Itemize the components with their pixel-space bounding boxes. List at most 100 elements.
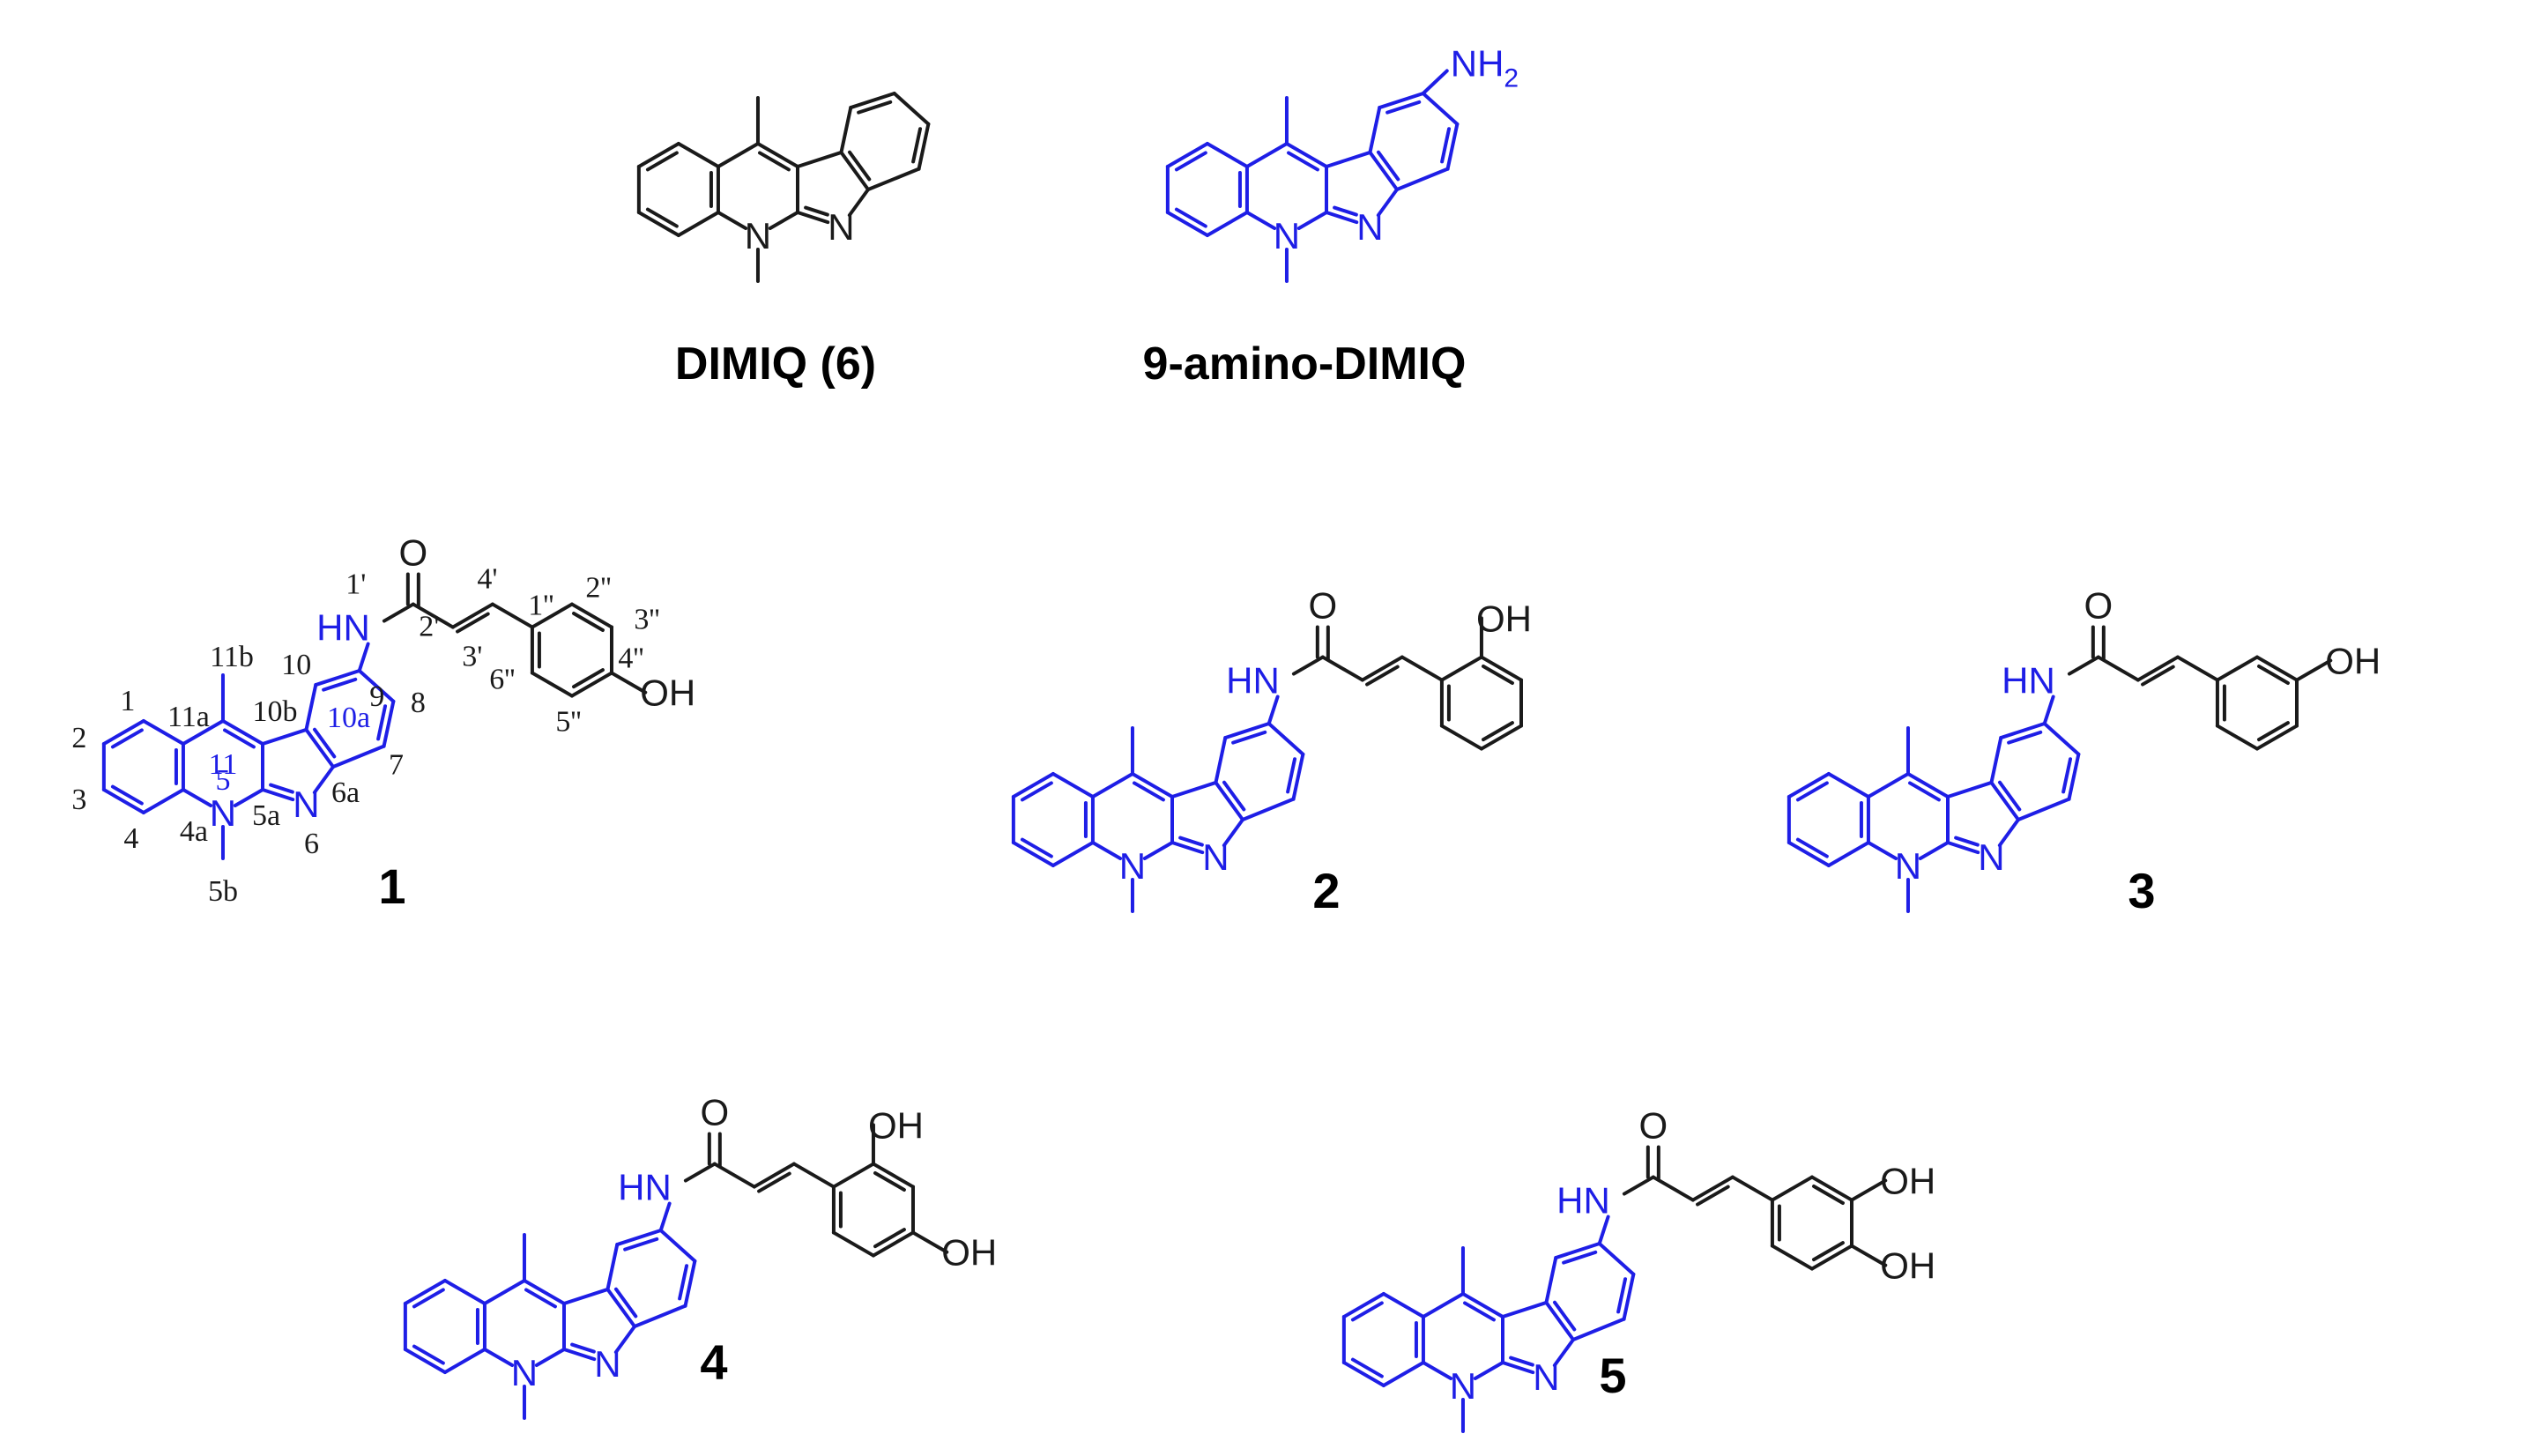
double-bond-line	[1020, 781, 1053, 802]
bond	[141, 719, 185, 746]
double-bond-line	[1997, 780, 2022, 812]
bond	[403, 1279, 447, 1305]
bond	[1395, 167, 1450, 191]
bond	[1809, 1175, 1853, 1202]
double-bond-line	[412, 1344, 445, 1365]
bond	[605, 1243, 620, 1291]
n6-label: N	[1533, 1356, 1559, 1398]
bond	[716, 142, 760, 168]
bond	[1267, 722, 1305, 756]
bond	[1690, 1175, 1735, 1202]
double-bond-line	[613, 1287, 638, 1319]
bond	[2255, 655, 2299, 682]
bond	[1421, 1292, 1465, 1319]
bond	[605, 1287, 637, 1328]
bond	[1445, 122, 1460, 171]
n6-label: N	[594, 1343, 620, 1385]
locant-label: 3''	[634, 604, 659, 636]
bond	[716, 211, 748, 230]
bond	[1291, 655, 1325, 676]
bond	[2017, 797, 2071, 821]
hydroxyl-label: OH	[1880, 1160, 1935, 1201]
bond	[569, 602, 613, 629]
double-bond-line	[524, 1288, 557, 1309]
n6-label: N	[1978, 836, 2004, 878]
bond	[530, 671, 574, 698]
double-bond-line	[1908, 781, 1941, 802]
bond	[910, 1230, 949, 1254]
bond	[1997, 818, 2021, 848]
bond	[261, 788, 295, 802]
double-bond-line	[623, 1237, 659, 1252]
bond	[1214, 736, 1228, 784]
bond	[1999, 722, 2047, 740]
locant-label: 10	[281, 649, 311, 681]
locant-label: 11	[209, 748, 238, 781]
double-bond-line	[322, 677, 358, 692]
bond	[1866, 772, 1910, 799]
bond	[1130, 772, 1174, 799]
bond	[847, 188, 871, 218]
bond	[357, 669, 396, 703]
locant-label: 6a	[331, 776, 360, 809]
double-bond-line	[456, 612, 490, 634]
bond	[1170, 841, 1205, 855]
double-bond-line	[645, 151, 679, 172]
bond	[562, 1287, 610, 1305]
bond	[1421, 69, 1449, 96]
n5-label: N	[210, 792, 236, 834]
bond	[2175, 655, 2219, 682]
bond	[615, 1229, 663, 1247]
double-bond-line	[1174, 207, 1207, 228]
bond	[1205, 211, 1249, 237]
n5-label: N	[1450, 1365, 1476, 1407]
n5-label: N	[745, 215, 771, 256]
bond	[683, 1162, 717, 1183]
locant-label: 1'	[345, 568, 366, 601]
bond	[1368, 106, 1382, 154]
bond	[522, 1279, 566, 1305]
hn-label: HN	[618, 1167, 672, 1208]
caption-compound-5: 5	[1599, 1348, 1626, 1403]
bond	[1090, 772, 1134, 799]
bond	[1866, 841, 1898, 860]
double-bond-line	[110, 784, 144, 806]
bond	[1622, 1175, 1655, 1196]
hydroxyl-label: OH	[2325, 640, 2381, 681]
locant-label: 11b	[210, 641, 254, 673]
double-bond-line	[1174, 151, 1207, 172]
locant-label: 4	[123, 822, 138, 855]
bond	[1473, 1361, 1504, 1380]
bond	[1946, 780, 1994, 799]
bond	[181, 788, 213, 807]
bond	[1090, 841, 1123, 860]
bond	[304, 683, 318, 732]
hn-label: HN	[1226, 660, 1280, 702]
bond	[636, 142, 680, 168]
bond	[1051, 841, 1095, 867]
bond	[1376, 188, 1400, 218]
bond	[1142, 841, 1174, 860]
bond	[1341, 1361, 1385, 1387]
bond	[1826, 841, 1870, 867]
bond	[1622, 1272, 1636, 1321]
locant-label: 2'	[419, 611, 439, 643]
bond	[1368, 150, 1400, 191]
bond	[1381, 1361, 1425, 1387]
double-bond-line	[804, 205, 829, 217]
bond	[1378, 92, 1425, 110]
bond	[831, 1230, 875, 1258]
bond	[1011, 841, 1055, 867]
n5-label: N	[511, 1352, 538, 1393]
amino-subscript: 2	[1504, 63, 1519, 93]
bond	[101, 719, 145, 746]
double-bond-line	[1954, 836, 1980, 847]
locant-label: 1''	[528, 590, 553, 622]
double-bond-line	[1286, 757, 1297, 794]
locant-label: 6	[304, 828, 319, 860]
bond	[141, 788, 185, 814]
bond	[1222, 818, 1245, 848]
